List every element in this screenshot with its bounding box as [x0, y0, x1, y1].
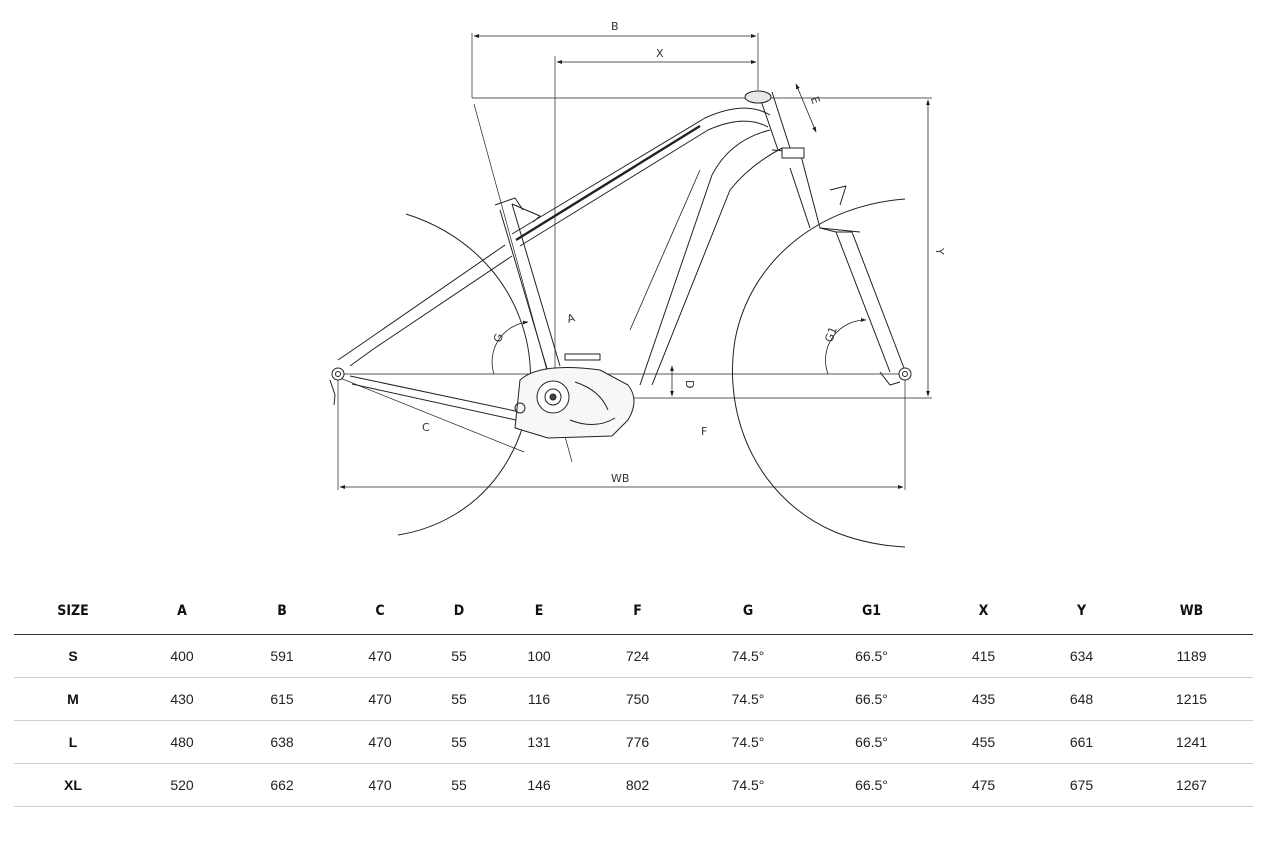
table-cell: 638	[232, 720, 332, 764]
col-header-f: F	[588, 588, 687, 635]
table-cell: 415	[934, 634, 1033, 678]
table-cell: 435	[934, 677, 1033, 721]
table-cell: 776	[588, 720, 687, 764]
table-cell: 1215	[1130, 677, 1253, 721]
table-cell: 74.5°	[687, 763, 809, 807]
bike-geometry-drawing: B X E Y A G G1 D C F WB	[329, 20, 946, 548]
table-cell: 615	[232, 677, 332, 721]
table-cell: XL	[14, 763, 132, 807]
table-cell: 470	[332, 720, 428, 764]
table-cell: 131	[490, 720, 588, 764]
table-cell: 475	[934, 763, 1033, 807]
table-cell: 802	[588, 763, 687, 807]
table-cell: 470	[332, 634, 428, 678]
table-cell: 146	[490, 763, 588, 807]
col-header-y: Y	[1033, 588, 1130, 635]
col-header-a: A	[132, 588, 232, 635]
table-cell: 480	[132, 720, 232, 764]
table-cell: 520	[132, 763, 232, 807]
table-cell: 66.5°	[809, 677, 934, 721]
table-cell: 400	[132, 634, 232, 678]
col-header-d: D	[428, 588, 490, 635]
bike-geometry-diagram: B X E Y A G G1 D C F WB	[329, 20, 946, 548]
col-header-x: X	[934, 588, 1033, 635]
table-cell: 55	[428, 720, 490, 764]
dim-label-e: E	[808, 95, 823, 106]
table-cell: 74.5°	[687, 677, 809, 721]
table-cell: 648	[1033, 677, 1130, 721]
table-cell: 66.5°	[809, 634, 934, 678]
table-cell: 55	[428, 677, 490, 721]
col-header-e: E	[490, 588, 588, 635]
table-cell: 724	[588, 634, 687, 678]
table-cell: 661	[1033, 720, 1130, 764]
dim-label-wb: WB	[611, 472, 629, 485]
col-header-b: B	[232, 588, 332, 635]
table-cell: 100	[490, 634, 588, 678]
table-header-row: SIZE A B C D E F G G1 X Y WB	[14, 588, 1253, 635]
col-header-g1: G1	[809, 588, 934, 635]
table-cell: 1241	[1130, 720, 1253, 764]
table-cell: 74.5°	[687, 720, 809, 764]
table-row: S 400 591 470 55 100 724 74.5° 66.5° 415…	[14, 634, 1253, 678]
table-cell: 750	[588, 677, 687, 721]
col-header-wb: WB	[1130, 588, 1253, 635]
dim-label-y: Y	[933, 247, 946, 255]
table-cell: L	[14, 720, 132, 764]
col-header-c: C	[332, 588, 428, 635]
front-wheel	[731, 198, 906, 548]
dim-label-x: X	[656, 47, 664, 60]
table-cell: 470	[332, 677, 428, 721]
table-cell: S	[14, 634, 132, 678]
dim-label-c: C	[422, 421, 430, 434]
table-cell: 430	[132, 677, 232, 721]
table-cell: 74.5°	[687, 634, 809, 678]
dim-label-b: B	[611, 20, 619, 33]
col-header-g: G	[687, 588, 809, 635]
table-cell: 634	[1033, 634, 1130, 678]
geometry-table: SIZE A B C D E F G G1 X Y WB S 400 591 4…	[14, 588, 1253, 807]
dim-label-d: D	[683, 380, 696, 388]
dim-label-a: A	[565, 311, 576, 326]
table-cell: 591	[232, 634, 332, 678]
table-cell: 1189	[1130, 634, 1253, 678]
table-cell: 675	[1033, 763, 1130, 807]
table-row: L 480 638 470 55 131 776 74.5° 66.5° 455…	[14, 720, 1253, 764]
table-cell: 116	[490, 677, 588, 721]
col-header-size: SIZE	[14, 588, 132, 635]
table-cell: 55	[428, 763, 490, 807]
table-cell: M	[14, 677, 132, 721]
table-cell: 455	[934, 720, 1033, 764]
table-cell: 662	[232, 763, 332, 807]
table-cell: 470	[332, 763, 428, 807]
dim-label-g: G	[491, 332, 506, 344]
dim-label-g1: G1	[822, 325, 840, 344]
table-cell: 66.5°	[809, 720, 934, 764]
table-cell: 1267	[1130, 763, 1253, 807]
table-cell: 55	[428, 634, 490, 678]
table-cell: 66.5°	[809, 763, 934, 807]
dim-label-f: F	[701, 425, 707, 438]
table-row: M 430 615 470 55 116 750 74.5° 66.5° 435…	[14, 677, 1253, 721]
table-row: XL 520 662 470 55 146 802 74.5° 66.5° 47…	[14, 763, 1253, 807]
